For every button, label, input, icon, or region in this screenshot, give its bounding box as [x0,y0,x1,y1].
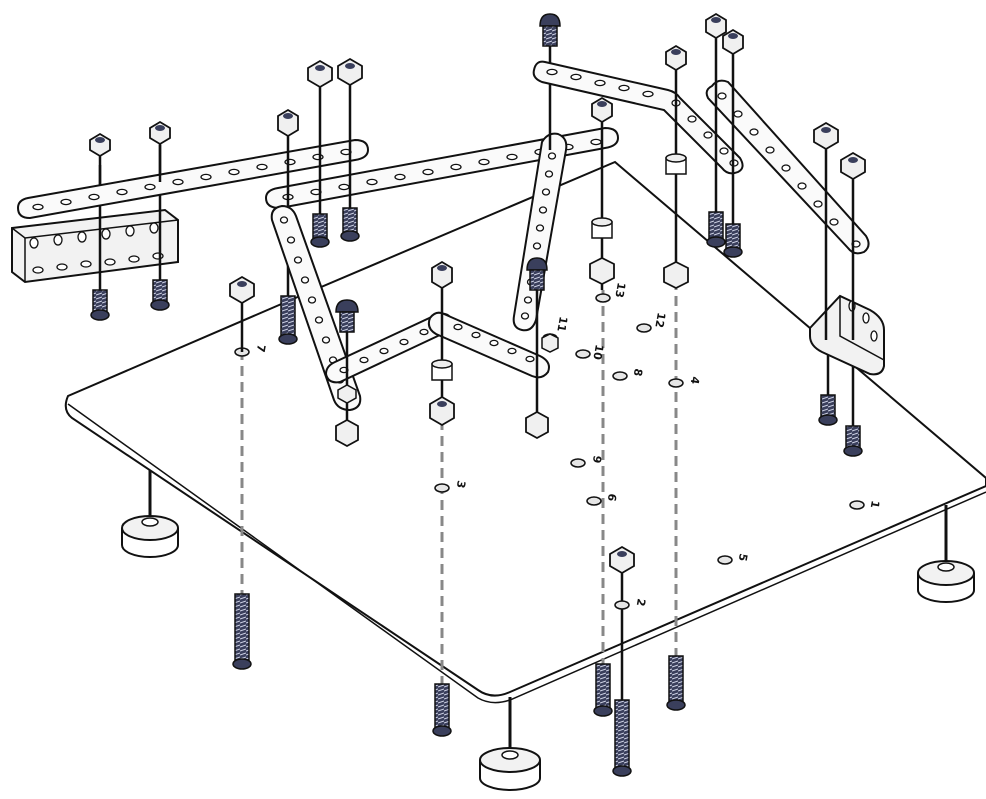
svg-text:13: 13 [612,281,627,298]
hole-8: 8 [612,367,645,381]
hex-nut [277,108,299,138]
bolt [666,280,686,711]
hole-4: 4 [668,375,702,388]
bolt [612,570,632,777]
bolt-left-front [229,275,255,352]
hardware-right [589,12,866,340]
plate-holes: 1 2 3 4 5 6 7 8 9 10 11 12 13 [234,281,882,610]
svg-text:2: 2 [634,597,648,607]
svg-text:8: 8 [631,367,645,377]
leg-left [121,460,179,558]
svg-text:7: 7 [254,343,268,353]
nuts-top-middle [277,57,363,138]
nuts-top-left [89,120,171,185]
svg-text:3: 3 [454,479,468,489]
beam-right-diagonal [705,79,870,255]
svg-text:12: 12 [652,311,667,328]
hex-nut [149,120,171,182]
nut-front [609,545,635,575]
leg-right [917,505,975,603]
svg-text:6: 6 [605,492,619,502]
bolt [432,420,452,737]
hole-1: 1 [849,499,882,510]
hex-nut [337,57,363,87]
beam-v-right [427,311,550,379]
hole-3: 3 [434,479,468,493]
hex-nut [307,59,333,89]
bolt [593,290,613,717]
bolts-middle-beam [278,80,360,345]
beam-top-right [532,60,744,175]
bolt [232,350,252,670]
hole-13: 13 [595,281,628,303]
hole-2: 2 [614,597,648,610]
hole-5: 5 [717,552,750,565]
svg-text:11: 11 [554,315,569,332]
svg-text:10: 10 [590,343,606,361]
hex-nut [89,132,111,185]
leg-front [479,697,541,791]
angle-bracket-right [809,294,885,376]
svg-text:4: 4 [688,375,702,385]
beam-left-long [16,138,370,220]
svg-text:1: 1 [868,499,882,509]
bolts-below-plate [232,280,863,777]
beam-middle-long [264,126,620,210]
bolt-top-center [539,13,561,150]
hole-10: 10 [575,343,606,361]
svg-text:5: 5 [736,552,750,562]
svg-text:9: 9 [590,454,604,464]
bolts-center [335,257,559,448]
hole-9: 9 [570,454,604,468]
hole-6: 6 [586,492,619,506]
angle-bracket-left [11,208,179,284]
hole-12: 12 [636,311,668,333]
beam-diagonal-left [270,204,362,412]
